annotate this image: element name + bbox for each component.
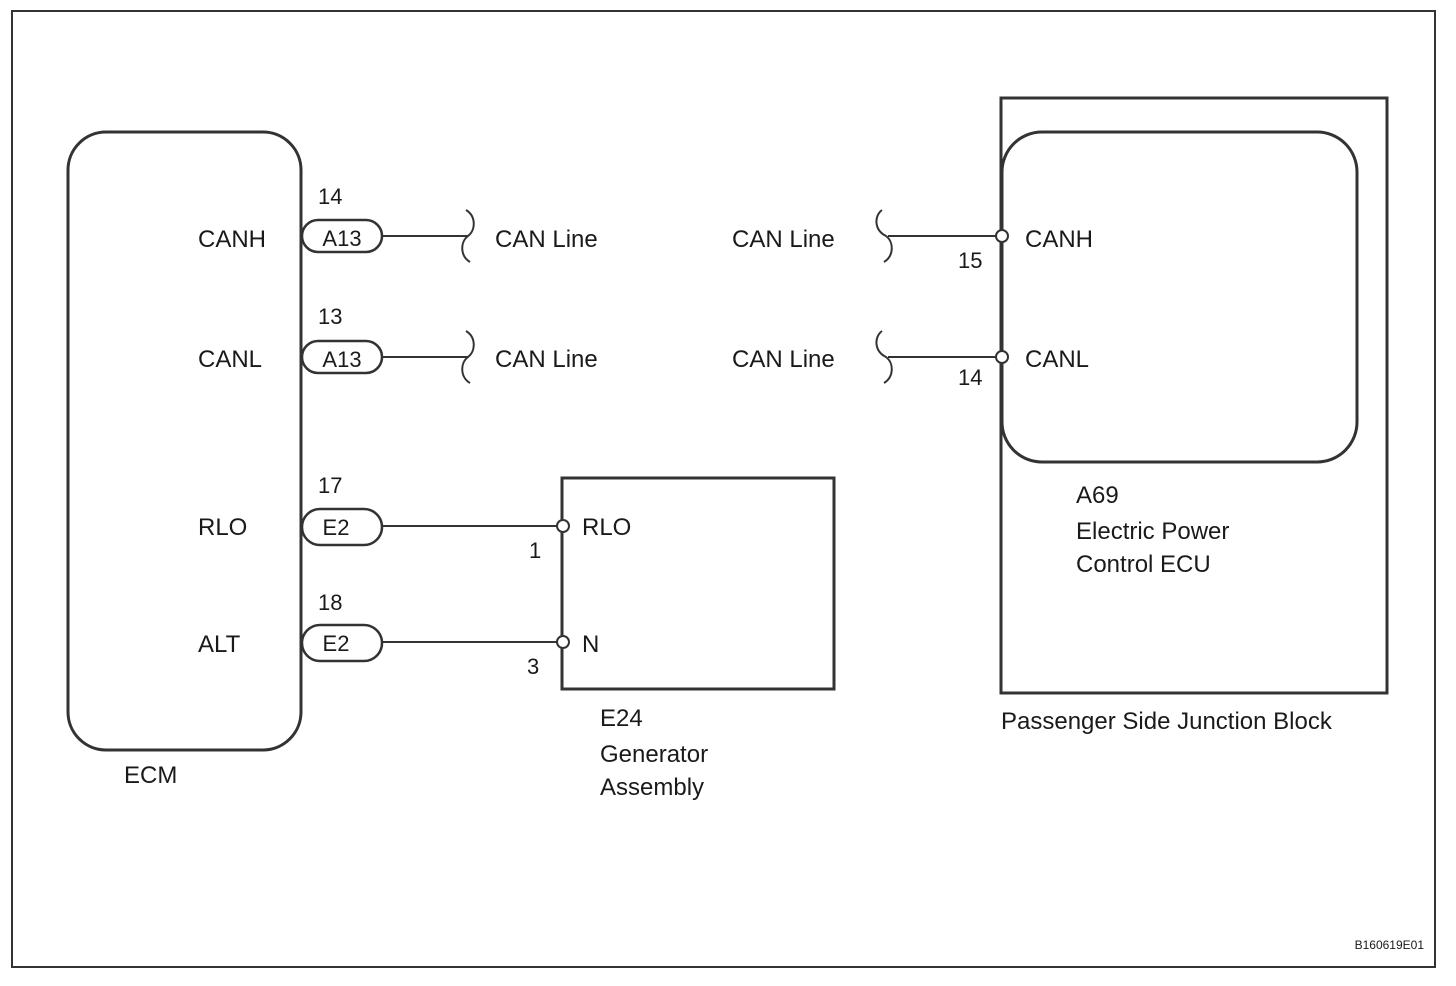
ecm-pin-label-canl: CANL (198, 346, 262, 373)
generator-pin-number-rlo: 1 (529, 538, 541, 563)
break-mark-icon (875, 330, 893, 384)
break-mark-icon (461, 209, 475, 263)
junction-block: Passenger Side Junction Block CAN Line C… (732, 96, 1389, 735)
can-line-label-ecm-canl: CAN Line (495, 346, 598, 373)
break-mark-icon (461, 330, 475, 384)
ecm-block: ECM CANH 14 A13 CAN Line CANL 13 A13 CAN… (66, 130, 598, 789)
terminal-circle-icon (556, 519, 570, 533)
ecm-pin-number-canh: 14 (318, 184, 342, 209)
junction-block-outline (999, 96, 1389, 695)
ecm-pin-number-canl: 13 (318, 304, 342, 329)
ecu-name-line2: Control ECU (1076, 551, 1211, 578)
figure-id: B160619E01 (1355, 938, 1425, 952)
ecu-name-line1: Electric Power (1076, 518, 1229, 545)
generator-name-line1: Generator (600, 741, 708, 768)
ecm-outline (66, 130, 303, 752)
connector-code-canl: A13 (322, 347, 361, 372)
connector-code-rlo: E2 (323, 515, 350, 540)
generator-name-line2: Assembly (600, 774, 704, 801)
ecu-code: A69 (1076, 482, 1119, 509)
ecu-pin-number-canl: 14 (958, 365, 982, 390)
generator-terminal-label-n: N (582, 631, 599, 658)
ecm-name: ECM (124, 762, 177, 789)
connector-code-canh: A13 (322, 226, 361, 251)
ecm-pin-number-rlo: 17 (318, 473, 342, 498)
terminal-circle-icon (995, 350, 1009, 364)
generator-terminal-label-rlo: RLO (582, 514, 631, 541)
ecm-pin-label-rlo: RLO (198, 514, 247, 541)
break-mark-icon (875, 209, 893, 263)
generator-pin-number-n: 3 (527, 654, 539, 679)
ecu-pin-number-canh: 15 (958, 248, 982, 273)
ecu-terminal-label-canl: CANL (1025, 346, 1089, 373)
generator-outline (560, 476, 836, 691)
ecm-pin-label-canh: CANH (198, 226, 266, 253)
terminal-circle-icon (556, 635, 570, 649)
connector-code-alt: E2 (323, 631, 350, 656)
ecu-outline (1000, 130, 1359, 464)
terminal-circle-icon (995, 229, 1009, 243)
diagram-frame (11, 10, 1436, 968)
generator-code: E24 (600, 705, 643, 732)
generator-block: RLO 1 N 3 E24 Generator Assembly (527, 476, 836, 801)
can-line-label-ecu-canl: CAN Line (732, 346, 835, 373)
can-line-label-ecm-canh: CAN Line (495, 226, 598, 253)
ecm-pin-number-alt: 18 (318, 590, 342, 615)
can-line-label-ecu-canh: CAN Line (732, 226, 835, 253)
junction-block-name: Passenger Side Junction Block (1001, 708, 1333, 735)
ecu-terminal-label-canh: CANH (1025, 226, 1093, 253)
ecm-pin-label-alt: ALT (198, 631, 241, 658)
